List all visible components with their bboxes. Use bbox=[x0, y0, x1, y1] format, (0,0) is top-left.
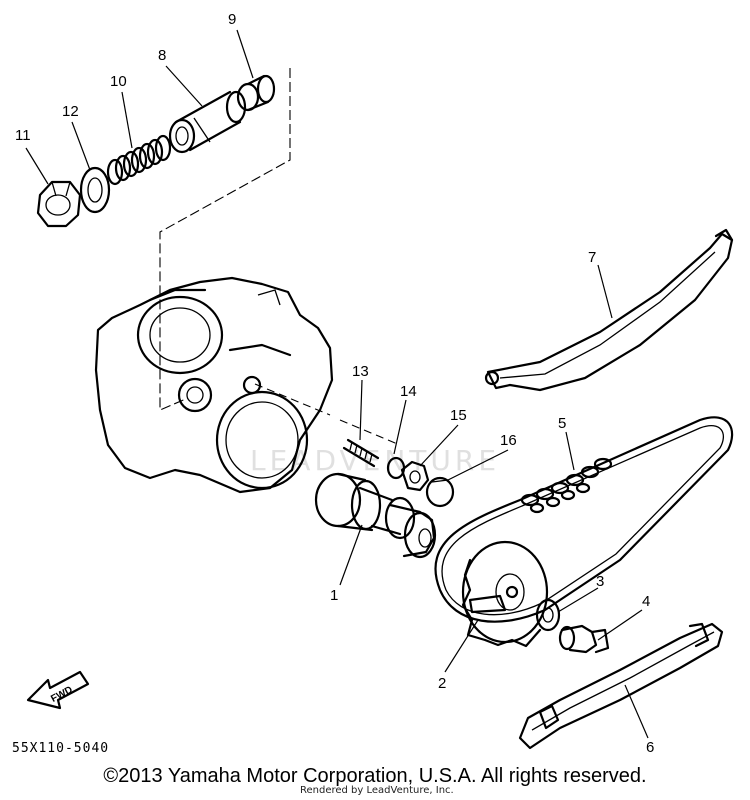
part-13-bolt bbox=[342, 438, 380, 468]
leader-lines bbox=[25, 29, 649, 739]
callout-4: 4 bbox=[642, 593, 650, 610]
callout-13: 13 bbox=[352, 363, 369, 380]
part-9-cap bbox=[236, 74, 276, 112]
callout-numbers: 11 12 10 8 9 7 5 13 14 15 16 1 2 3 4 6 bbox=[15, 11, 654, 756]
callout-1: 1 bbox=[330, 587, 338, 604]
camshaft-axis-line bbox=[254, 383, 401, 446]
callout-16: 16 bbox=[500, 432, 517, 449]
copyright-notice: ©2013 Yamaha Motor Corporation, U.S.A. A… bbox=[103, 765, 647, 787]
callout-7: 7 bbox=[588, 249, 596, 266]
part-10-spring bbox=[106, 134, 172, 186]
part-15-nut bbox=[400, 460, 430, 492]
part-12-washer bbox=[79, 166, 111, 214]
callout-2: 2 bbox=[438, 675, 446, 692]
part-3-washer bbox=[535, 598, 561, 632]
callout-9: 9 bbox=[228, 11, 236, 28]
callout-10: 10 bbox=[110, 73, 127, 90]
assembly-frame-line bbox=[159, 68, 291, 411]
rendered-by-text: Rendered by LeadVenture, Inc. bbox=[300, 785, 454, 796]
part-2-cam-sprocket bbox=[461, 540, 549, 648]
callout-3: 3 bbox=[596, 573, 604, 590]
part-11-nut bbox=[36, 180, 82, 228]
callout-15: 15 bbox=[450, 407, 467, 424]
part-8-sleeve bbox=[168, 90, 247, 154]
part-1-camshaft bbox=[314, 472, 437, 559]
callout-11: 11 bbox=[15, 127, 31, 144]
callout-8: 8 bbox=[158, 47, 166, 64]
callout-6: 6 bbox=[646, 739, 654, 756]
part-4-bolt bbox=[558, 624, 610, 654]
part-6-chain-guide bbox=[518, 622, 724, 750]
watermark-text: LEADVENTURE bbox=[250, 444, 500, 477]
part-16-cap-nut bbox=[425, 476, 455, 508]
chain-links-detail bbox=[520, 457, 613, 514]
callout-14: 14 bbox=[400, 383, 417, 400]
engine-case bbox=[94, 276, 334, 494]
drawing-number: 55X110-5040 bbox=[12, 741, 109, 756]
callout-5: 5 bbox=[558, 415, 566, 432]
fwd-arrow: FWD bbox=[26, 670, 90, 710]
callout-12: 12 bbox=[62, 103, 79, 120]
part-7-chain-guide bbox=[484, 228, 734, 392]
part-5-cam-chain bbox=[434, 416, 734, 623]
